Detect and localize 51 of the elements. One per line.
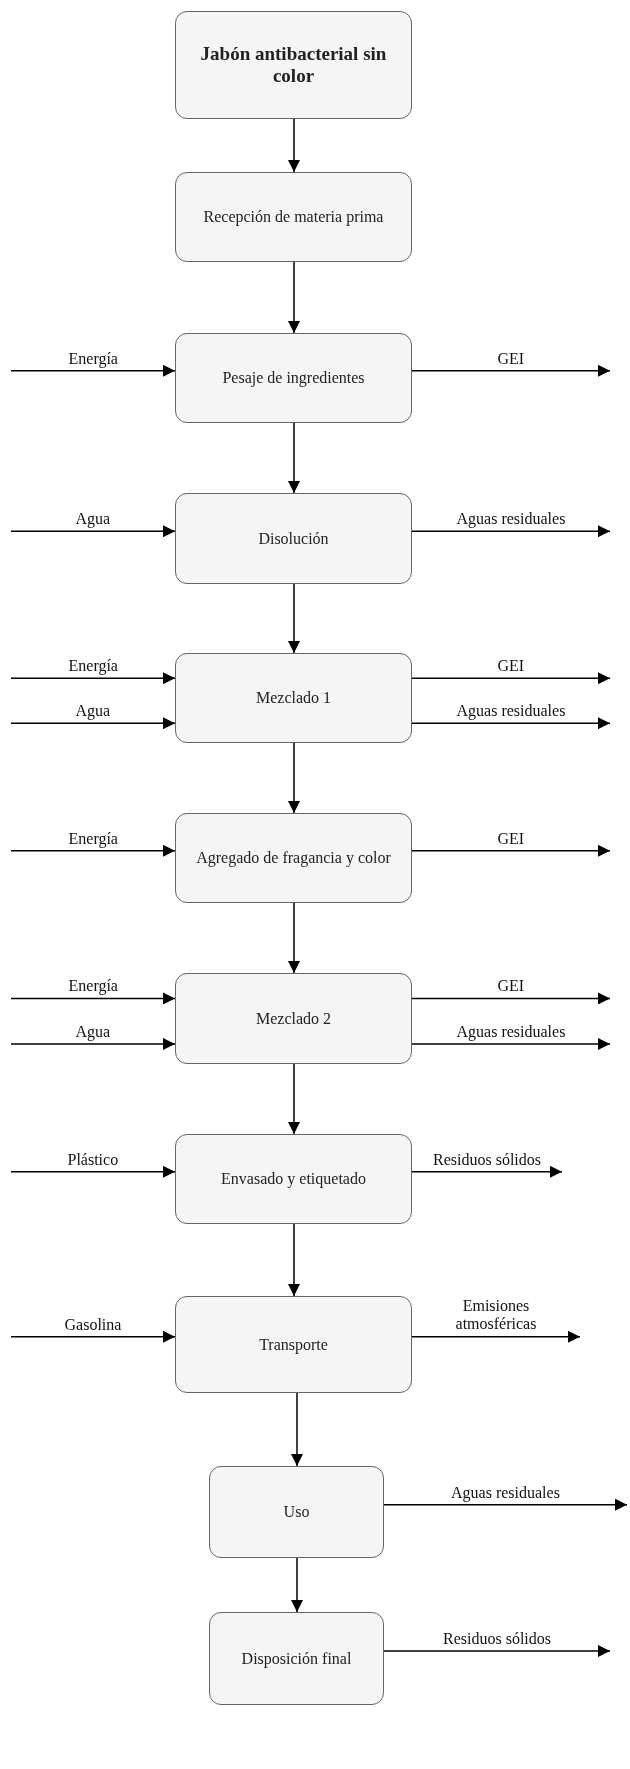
arrow: [288, 261, 300, 334]
edge-label: Aguas residuales: [456, 1022, 566, 1042]
arrow: [10, 364, 176, 377]
arrow: [411, 992, 611, 1005]
arrow: [10, 992, 176, 1005]
edge-label: Aguas residuales: [456, 702, 566, 721]
edge-label: Energía: [68, 977, 118, 996]
process-box: Jabón antibacterial sin color: [175, 11, 412, 119]
arrow: [10, 717, 176, 730]
edge-label: Agua: [75, 702, 111, 721]
process-box: Disolución: [175, 493, 412, 584]
edge-label: Energía: [68, 829, 118, 849]
arrow: [288, 902, 300, 974]
edge-label: Agua: [75, 510, 111, 529]
arrow: [10, 1038, 176, 1050]
process-box: Mezclado 2: [175, 973, 412, 1064]
arrow: [291, 1392, 303, 1467]
arrow: [288, 1063, 300, 1135]
arrow: [411, 1165, 563, 1178]
process-box: Pesaje de ingredientes: [175, 333, 412, 423]
arrow: [288, 742, 300, 814]
arrow: [411, 364, 611, 377]
arrow: [288, 583, 300, 654]
process-box: Recepción de materia prima: [175, 172, 412, 262]
arrow: [411, 717, 611, 730]
process-box: Envasado y etiquetado: [175, 1134, 412, 1224]
arrow: [383, 1645, 611, 1658]
arrow: [411, 1038, 611, 1050]
arrow: [411, 1330, 581, 1343]
edge-label: Energía: [68, 349, 118, 369]
arrow: [288, 1223, 300, 1297]
arrow: [10, 1330, 176, 1343]
process-box: Agregado de fragancia y color: [175, 813, 412, 903]
process-box: Uso: [209, 1466, 384, 1558]
arrow: [10, 525, 176, 538]
process-box: Mezclado 1: [175, 653, 412, 743]
arrow: [10, 672, 176, 685]
edge-label: Aguas residuales: [456, 510, 566, 529]
arrow: [383, 1498, 628, 1511]
arrow: [411, 844, 611, 857]
edge-label: Energía: [68, 657, 118, 676]
arrow: [411, 525, 611, 538]
arrow: [288, 118, 300, 173]
arrow: [10, 1165, 176, 1178]
edge-label: Aguas residuales: [451, 1483, 560, 1502]
arrow: [291, 1557, 303, 1613]
arrow: [411, 672, 611, 685]
process-box: Disposición final: [209, 1612, 384, 1705]
arrow: [10, 844, 176, 857]
arrow: [288, 422, 300, 494]
process-box: Transporte: [175, 1296, 412, 1393]
